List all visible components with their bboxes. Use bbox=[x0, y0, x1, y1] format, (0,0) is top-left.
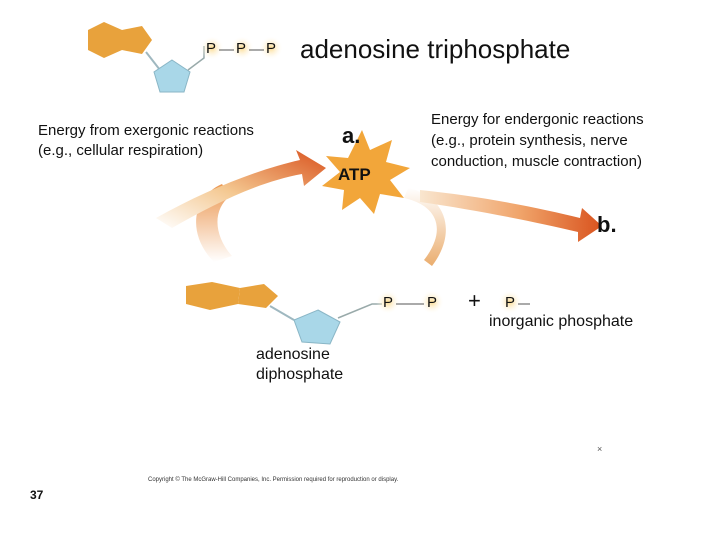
inorganic-phosphate-symbol: P bbox=[504, 294, 515, 311]
endergonic-line-2: (e.g., protein synthesis, nerve bbox=[431, 132, 628, 149]
atp-base-ring-five bbox=[122, 26, 152, 54]
cycle-arrows bbox=[156, 130, 602, 266]
endergonic-energy-label: Energy for endergonic reactions (e.g., p… bbox=[431, 109, 644, 172]
adp-base-sugar-link bbox=[269, 305, 295, 321]
exergonic-arrow bbox=[156, 150, 326, 228]
atp-sugar-ring bbox=[153, 59, 191, 93]
atp-phosphate-1: P bbox=[205, 40, 216, 57]
exergonic-line-2: (e.g., cellular respiration) bbox=[38, 142, 204, 159]
adp-line-2: diphosphate bbox=[256, 366, 344, 383]
endergonic-line-3: conduction, muscle contraction) bbox=[431, 153, 642, 170]
copyright-notice: Copyright © The McGraw-Hill Companies, I… bbox=[148, 477, 399, 483]
exergonic-energy-label: Energy from exergonic reactions (e.g., c… bbox=[38, 121, 254, 161]
pi-glow bbox=[498, 290, 522, 314]
atp-base-sugar-link bbox=[145, 51, 161, 71]
adp-phosphate-glow-2 bbox=[420, 290, 444, 314]
adp-sugar-ring bbox=[293, 309, 341, 345]
adp-sugar-phosphate-link bbox=[337, 303, 382, 319]
endergonic-line-1: Energy for endergonic reactions bbox=[431, 111, 644, 128]
adp-phosphate-1: P bbox=[382, 294, 393, 311]
adp-base-ring-six bbox=[186, 282, 240, 310]
exergonic-line-1: Energy from exergonic reactions bbox=[38, 122, 254, 139]
right-arc bbox=[404, 188, 446, 266]
inorganic-phosphate-label: inorganic phosphate bbox=[489, 313, 634, 330]
atp-phosphate-2: P bbox=[235, 40, 246, 57]
atp-molecule bbox=[88, 22, 283, 93]
adp-base-ring-five bbox=[238, 284, 278, 308]
label-b: b. bbox=[597, 212, 617, 237]
adp-line-1: adenosine bbox=[256, 346, 330, 363]
endergonic-arrow bbox=[420, 190, 602, 242]
label-a: a. bbox=[342, 123, 361, 148]
atp-phosphate-glow-1 bbox=[200, 36, 224, 60]
adp-label: adenosine diphosphate bbox=[256, 345, 343, 385]
slide-number: 37 bbox=[30, 488, 44, 502]
diagram-title: adenosine triphosphate bbox=[300, 34, 571, 64]
atp-base-ring-six bbox=[88, 22, 122, 58]
atp-phosphate-3: P bbox=[265, 40, 276, 57]
atp-burst bbox=[322, 130, 410, 214]
adp-molecule bbox=[186, 282, 530, 345]
atp-phosphate-glow-2 bbox=[230, 36, 254, 60]
adp-phosphate-2: P bbox=[426, 294, 437, 311]
corner-mark: × bbox=[597, 444, 603, 454]
atp-phosphate-glow-3 bbox=[259, 36, 283, 60]
atp-label: ATP bbox=[338, 165, 371, 184]
plus-sign: + bbox=[468, 288, 481, 313]
adp-phosphate-glow-1 bbox=[376, 290, 400, 314]
